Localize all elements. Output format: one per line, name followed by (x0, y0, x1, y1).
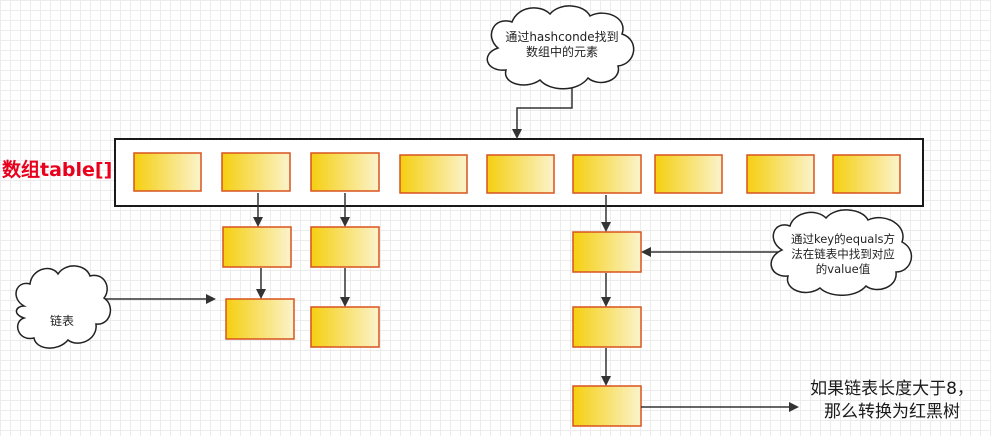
chain-node (225, 298, 295, 340)
treeify-note-line: 那么转换为红黑树 (824, 401, 960, 422)
array-cell (746, 154, 815, 194)
equals-cloud-line: 通过key的equals方 (790, 232, 896, 246)
chain-node (310, 226, 380, 268)
array-label: 数组table[] (2, 159, 114, 183)
array-cell (654, 154, 723, 194)
array-cell (486, 154, 555, 194)
hash-cloud (486, 5, 635, 90)
equals-cloud (770, 209, 913, 296)
array-cell (399, 154, 468, 194)
linked-list-cloud-line: 链表 (49, 314, 74, 328)
treeify-note: 如果链表长度大于8， 那么转换为红黑树 (796, 378, 988, 424)
array-cell (572, 154, 642, 194)
linked-list-cloud-text: 链表 (30, 314, 94, 329)
array-label-text: 数组table[] (2, 159, 113, 181)
chain-node (572, 385, 642, 427)
hash-arrow (512, 76, 573, 139)
array-cell (310, 152, 380, 192)
chain-node (222, 226, 292, 268)
chain-node (572, 306, 642, 348)
linked-list-cloud (15, 265, 112, 349)
hash-cloud-line: 数组中的元素 (525, 45, 598, 59)
treeify-note-line: 如果链表长度大于8， (810, 379, 974, 399)
equals-cloud-line: 法在链表中找到对应 (791, 246, 895, 261)
array-cell (221, 152, 291, 192)
chain-node (572, 231, 642, 273)
hash-cloud-text: 通过hashconde找到 数组中的元素 (494, 30, 630, 60)
equals-cloud-line: 的value值 (815, 261, 871, 276)
array-cell (832, 154, 901, 194)
equals-cloud-text: 通过key的equals方 法在链表中找到对应 的value值 (770, 232, 916, 277)
array-cell (133, 152, 202, 192)
hash-cloud-line: 通过hashconde找到 (505, 30, 619, 44)
chain-node (310, 306, 380, 348)
